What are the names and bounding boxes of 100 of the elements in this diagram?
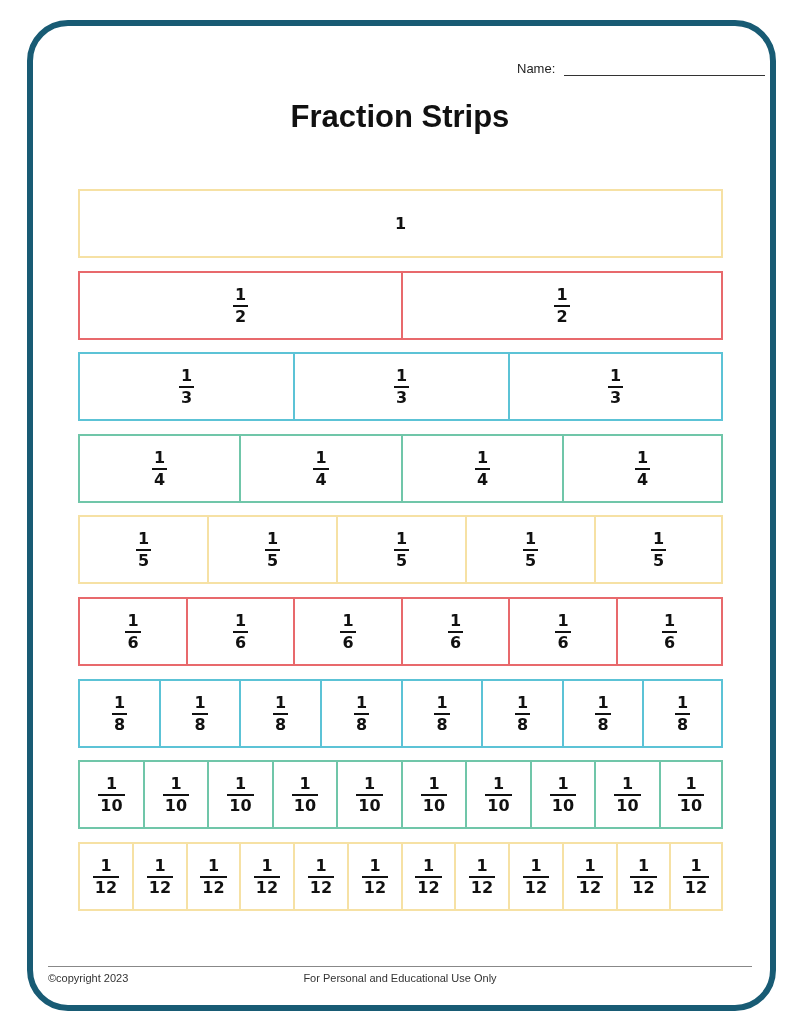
denominator: 3: [179, 389, 194, 406]
denominator: 5: [651, 552, 666, 569]
numerator: 1: [596, 694, 610, 711]
strip-cell: [78, 434, 239, 503]
denominator: 8: [273, 716, 288, 733]
denominator: 2: [555, 308, 569, 325]
whole-number: 1: [394, 214, 407, 233]
strip-cell: [669, 842, 723, 911]
strip-cell: [594, 515, 723, 584]
denominator: 10: [615, 797, 640, 814]
numerator: 1: [491, 775, 506, 792]
denominator: 12: [147, 879, 173, 896]
numerator: 1: [314, 449, 328, 466]
numerator: 1: [233, 612, 248, 629]
denominator: 4: [475, 471, 490, 488]
strip-cell: [562, 434, 723, 503]
denominator: 6: [556, 634, 570, 651]
numerator: 1: [341, 612, 355, 629]
denominator: 5: [394, 552, 409, 569]
denominator: 10: [228, 797, 253, 814]
numerator: 1: [555, 286, 569, 303]
numerator: 1: [394, 367, 409, 384]
strip-cell: [401, 597, 508, 666]
strip-cell: [159, 679, 239, 748]
denominator: 12: [362, 879, 388, 896]
strip-cell: [530, 760, 594, 829]
strip-cell: [562, 679, 642, 748]
denominator: 4: [314, 471, 328, 488]
denominator: 12: [416, 879, 441, 896]
denominator: 3: [394, 389, 409, 406]
numerator: 1: [104, 775, 119, 792]
denominator: 5: [136, 552, 151, 569]
strip-cell: [143, 760, 207, 829]
denominator: 12: [308, 879, 334, 896]
denominator: 6: [662, 634, 677, 651]
denominator: 10: [99, 797, 124, 814]
numerator: 1: [179, 367, 194, 384]
numerator: 1: [273, 694, 288, 711]
numerator: 1: [427, 775, 441, 792]
denominator: 10: [357, 797, 382, 814]
numerator: 1: [475, 857, 489, 874]
strip-cell: [616, 842, 669, 911]
numerator: 1: [684, 775, 698, 792]
denominator: 8: [112, 716, 127, 733]
strip-cell: [239, 434, 401, 503]
strip-cell: [465, 515, 594, 584]
denominator: 8: [435, 716, 449, 733]
numerator: 1: [523, 530, 538, 547]
numerator: 1: [206, 857, 221, 874]
numerator: 1: [136, 530, 151, 547]
denominator: 4: [635, 471, 650, 488]
numerator: 1: [475, 449, 490, 466]
numerator: 1: [112, 694, 127, 711]
numerator: 1: [435, 694, 449, 711]
numerator: 1: [126, 612, 140, 629]
numerator: 1: [394, 530, 409, 547]
denominator: 10: [421, 797, 447, 814]
numerator: 1: [662, 612, 677, 629]
strip-cell: [401, 842, 454, 911]
strip-cell: [659, 760, 723, 829]
strip-cell: [207, 515, 336, 584]
numerator: 1: [556, 612, 570, 629]
numerator: 1: [169, 775, 183, 792]
strip-cell: [293, 597, 401, 666]
denominator: 8: [354, 716, 369, 733]
strip-cell: [186, 597, 293, 666]
numerator: 1: [556, 775, 570, 792]
strip-cell: [78, 352, 293, 421]
strip-cell: [401, 434, 562, 503]
denominator: 8: [675, 716, 690, 733]
denominator: 12: [469, 879, 495, 896]
denominator: 4: [152, 471, 167, 488]
denominator: 12: [523, 879, 549, 896]
denominator: 6: [341, 634, 355, 651]
denominator: 8: [193, 716, 207, 733]
denominator: 12: [683, 879, 709, 896]
numerator: 1: [233, 286, 248, 303]
numerator: 1: [193, 694, 207, 711]
strip-cell: [401, 679, 481, 748]
strip-cell: [562, 842, 616, 911]
strip-cell: [78, 679, 159, 748]
denominator: 10: [163, 797, 189, 814]
numerator: 1: [368, 857, 382, 874]
strip-cell: [78, 760, 143, 829]
strip-cell: [186, 842, 239, 911]
denominator: 12: [577, 879, 603, 896]
name-label: Name:: [517, 61, 556, 77]
numerator: 1: [233, 775, 248, 792]
numerator: 1: [636, 857, 651, 874]
denominator: 12: [631, 879, 656, 896]
strip-cell: [336, 760, 401, 829]
numerator: 1: [689, 857, 703, 874]
numerator: 1: [608, 367, 623, 384]
strip-cell: [239, 679, 320, 748]
strip-cell: [401, 271, 723, 340]
strip-cell: [642, 679, 723, 748]
strip-cell: [508, 352, 723, 421]
strip-cell: [320, 679, 401, 748]
numerator: 1: [260, 857, 274, 874]
strip-cell: [594, 760, 659, 829]
